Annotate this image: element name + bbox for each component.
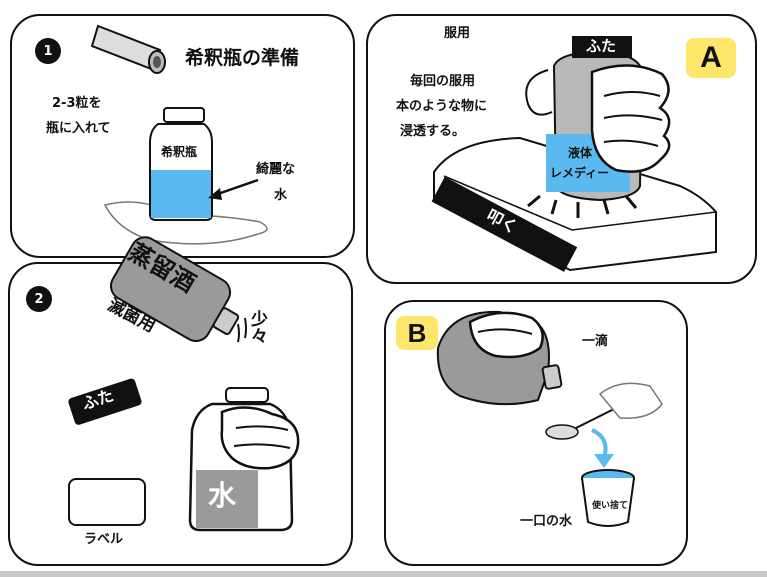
- bottom-scroll-edge: [0, 571, 767, 577]
- tilted-bottle-icon: [438, 312, 562, 404]
- curved-arrow-icon: [592, 430, 614, 468]
- cup-text: 使い捨て: [592, 494, 628, 518]
- spoon-icon: [546, 383, 662, 439]
